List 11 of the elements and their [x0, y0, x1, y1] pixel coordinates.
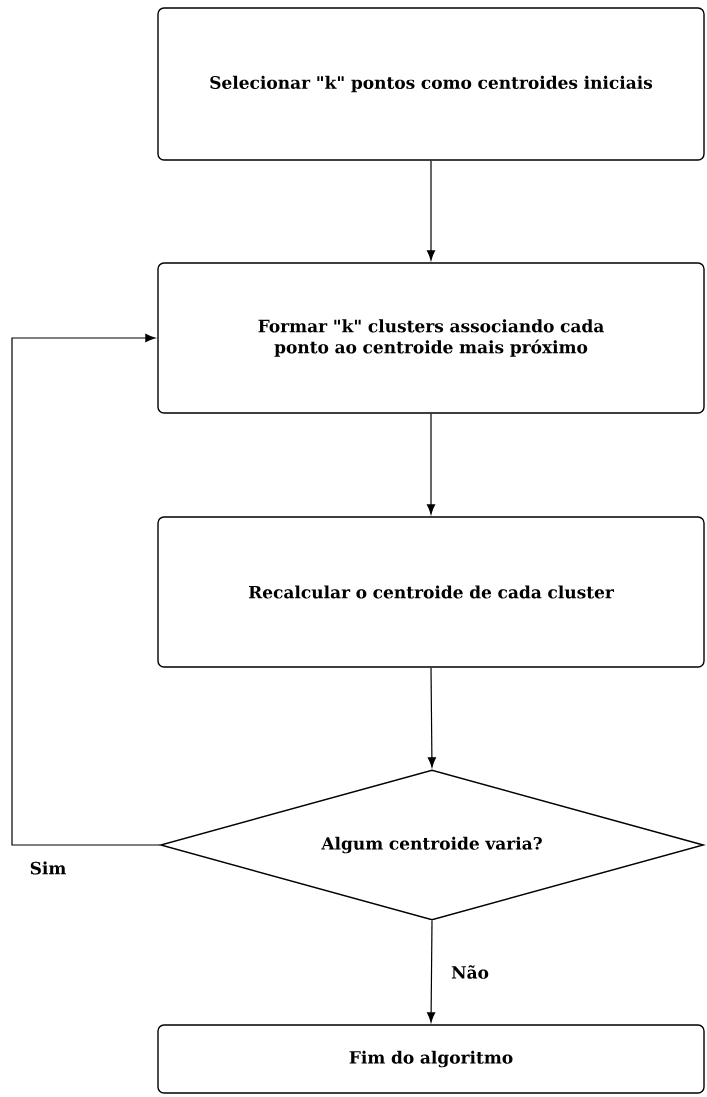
- process-box: Selecionar "k" pontos como centroides iniciais: [157, 7, 705, 161]
- arrow: [427, 667, 436, 768]
- arrow: [11, 333, 161, 846]
- arrow: [426, 413, 436, 515]
- edge-label: Sim: [27, 859, 69, 877]
- process-box: Recalcular o centroide de cada cluster: [157, 516, 705, 668]
- arrow: [426, 160, 436, 261]
- process-box: Formar "k" clusters associando cada ponto ao centroide mais próximo: [157, 262, 705, 414]
- process-box: Fim do algoritmo: [157, 1024, 705, 1094]
- edge-label: Não: [449, 963, 491, 981]
- arrow: [427, 920, 436, 1023]
